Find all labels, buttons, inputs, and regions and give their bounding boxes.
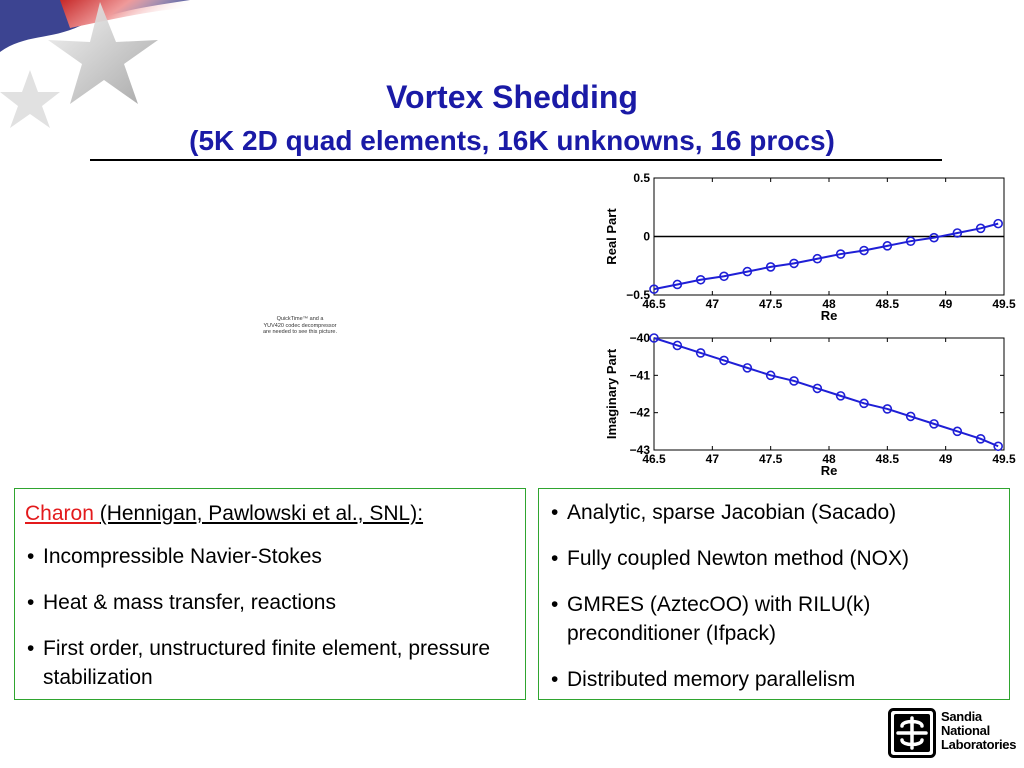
data-point [789,376,799,386]
data-point [882,241,893,251]
chart-2: 46.5 47 47.5 48 48.5 49 49.5 −40 −41 −42 −43 Imagin… [604,331,1016,478]
solver-bullet-list: •Analytic, sparse Jacobian (Sacado) •Ful… [549,498,994,711]
data-point [765,262,776,272]
x-tick-label: 46.5 [642,297,666,311]
charon-authors: (Hennigan, Pawlowski et al., SNL): [99,502,424,525]
x-tick-label: 47.5 [759,452,783,466]
y-tick-label: −41 [630,368,651,382]
bullet-item: •Analytic, sparse Jacobian (Sacado) [551,501,897,524]
x-tick-label: 49.5 [992,452,1016,466]
movie-placeholder-line: QuickTime™ and a [276,316,324,322]
charon-heading: Charon (Hennigan, Pawlowski et al., SNL)… [25,502,423,526]
series-line [653,222,999,291]
logo-line: National [941,723,990,738]
x-axis-label: Re [821,308,838,323]
data-point [882,404,893,414]
data-point [719,271,729,282]
data-point [859,398,869,409]
slide-title: Vortex Shedding [386,79,638,115]
data-point [993,441,1003,452]
data-point [695,274,706,285]
movie-placeholder: QuickTime™ and a YUV420 codec decompress… [245,316,355,336]
x-tick-label: 47 [706,452,720,466]
charon-bullet-list: •Incompressible Navier-Stokes •Heat & ma… [25,542,505,709]
bullet-item: •First order, unstructured finite elemen… [27,637,491,689]
logo-line: Sandia [941,709,982,724]
data-point [975,433,986,444]
data-point [789,258,799,269]
data-point [742,363,753,373]
x-tick-label: 48 [822,452,836,466]
data-point [835,249,846,259]
data-point [835,391,846,401]
data-point [672,279,683,290]
data-point [859,245,869,256]
data-point [975,223,986,234]
title-underline [90,159,942,161]
movie-placeholder-line: YUV420 codec decompressor [263,322,337,329]
data-point [719,355,729,366]
data-point [905,236,916,246]
series-line [653,337,999,448]
logo-line: Laboratories [941,737,1017,752]
y-tick-label: 0 [643,230,650,244]
y-tick-label: −43 [630,443,651,457]
bullet-item: •Fully coupled Newton method (NOX) [551,547,909,570]
data-point [993,218,1003,229]
data-point [929,419,939,429]
sandia-logo-icon [888,708,936,758]
data-point [695,348,706,358]
bullet-item: •Distributed memory parallelism [551,668,856,691]
data-point [649,333,659,343]
charon-panel: Charon (Hennigan, Pawlowski et al., SNL)… [14,488,526,700]
y-tick-label: −42 [630,406,651,420]
x-tick-label: 48.5 [876,297,900,311]
x-tick-label: 48 [822,297,836,311]
data-point [742,266,753,277]
y-axis-label: Imaginary Part [604,348,619,439]
data-point [952,426,963,437]
x-tick-label: 49.5 [992,297,1016,311]
x-axis-label: Re [821,463,838,478]
x-tick-label: 47.5 [759,297,783,311]
y-tick-label: −40 [630,331,651,345]
y-tick-label: −0.5 [626,288,650,302]
solver-panel: •Analytic, sparse Jacobian (Sacado) •Ful… [538,488,1010,700]
data-point [812,253,823,264]
data-point [812,383,823,394]
bullet-item: •Heat & mass transfer, reactions [27,591,336,614]
bullet-item: •GMRES (AztecOO) with RILU(k) preconditi… [551,593,871,645]
data-point [765,370,776,381]
movie-placeholder-line: are needed to see this picture. [263,329,337,335]
data-point [929,232,939,243]
slide-subtitle: (5K 2D quad elements, 16K unknowns, 16 p… [189,125,835,156]
y-axis-label: Real Part [604,208,619,265]
x-tick-label: 46.5 [642,452,666,466]
bullet-item: •Incompressible Navier-Stokes [27,545,322,568]
star-icon [0,0,190,128]
data-point [905,411,916,422]
x-tick-label: 48.5 [876,452,900,466]
y-tick-label: 0.5 [633,171,650,185]
x-tick-label: 49 [939,452,953,466]
logo-text: Sandia National Laboratories [941,710,1016,752]
data-point [649,284,659,294]
charon-link[interactable]: Charon [25,502,100,525]
x-tick-label: 47 [706,297,720,311]
data-point [672,340,683,351]
data-point [952,228,963,238]
x-tick-label: 49 [939,297,953,311]
